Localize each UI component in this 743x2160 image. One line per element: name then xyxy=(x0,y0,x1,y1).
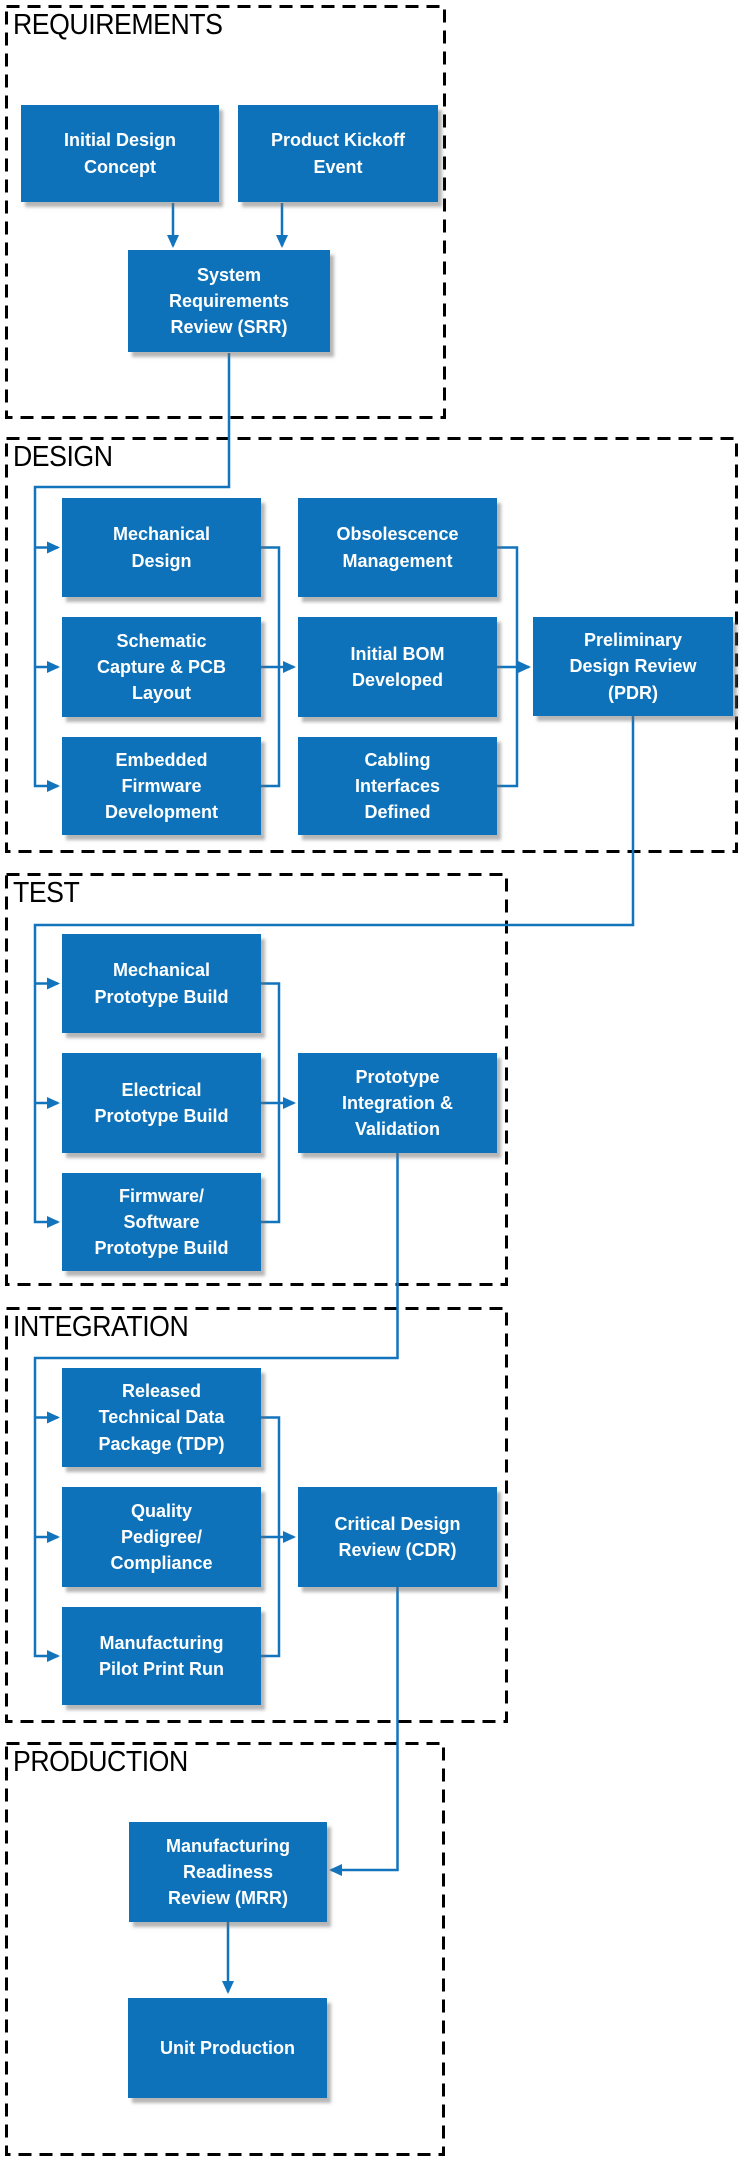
node-initial-bom-developed: Initial BOM Developed xyxy=(298,617,497,717)
node-embedded-firmware-development: Embedded Firmware Development xyxy=(62,737,261,835)
section-border-production xyxy=(5,1742,445,2156)
edge-srr-trunk xyxy=(33,353,231,792)
node-preliminary-design-review: Preliminary Design Review (PDR) xyxy=(533,617,733,716)
node-released-tdp: Released Technical Data Package (TDP) xyxy=(62,1368,261,1467)
node-schematic-capture-pcb-layout: Schematic Capture & PCB Layout xyxy=(62,617,261,717)
node-initial-design-concept: Initial Design Concept xyxy=(21,105,219,202)
section-label-integration: INTEGRATION xyxy=(13,1311,189,1343)
connector-arrows xyxy=(33,203,635,1994)
node-mechanical-design: Mechanical Design xyxy=(62,498,261,597)
node-critical-design-review: Critical Design Review (CDR) xyxy=(298,1487,497,1587)
section-label-test: TEST xyxy=(13,877,80,909)
section-label-production: PRODUCTION xyxy=(13,1746,188,1778)
edge-piv-trunk xyxy=(33,1153,399,1662)
section-border-test xyxy=(5,873,508,1286)
node-manufacturing-pilot-print-run: Manufacturing Pilot Print Run xyxy=(62,1607,261,1705)
node-system-requirements-review: System Requirements Review (SRR) xyxy=(128,250,330,352)
edge-cdr-to-mrr xyxy=(329,1587,399,1876)
node-prototype-integration-validation: Prototype Integration & Validation xyxy=(298,1053,497,1153)
node-obsolescence-management: Obsolescence Management xyxy=(298,498,497,597)
edge-pdr-trunk xyxy=(33,716,635,1228)
node-mechanical-prototype-build: Mechanical Prototype Build xyxy=(62,934,261,1033)
section-border-integration xyxy=(5,1307,508,1723)
node-electrical-prototype-build: Electrical Prototype Build xyxy=(62,1053,261,1153)
section-border-requirements xyxy=(5,5,446,419)
node-quality-pedigree-compliance: Quality Pedigree/ Compliance xyxy=(62,1487,261,1587)
node-unit-production: Unit Production xyxy=(128,1998,327,2098)
node-manufacturing-readiness-review: Manufacturing Readiness Review (MRR) xyxy=(129,1822,327,1922)
node-cabling-interfaces-defined: Cabling Interfaces Defined xyxy=(298,737,497,835)
node-firmware-software-prototype-build: Firmware/ Software Prototype Build xyxy=(62,1173,261,1271)
section-label-requirements: REQUIREMENTS xyxy=(13,9,223,41)
section-borders xyxy=(5,5,738,2156)
section-label-design: DESIGN xyxy=(13,441,113,473)
section-border-design xyxy=(5,437,738,853)
node-product-kickoff-event: Product Kickoff Event xyxy=(238,105,438,202)
